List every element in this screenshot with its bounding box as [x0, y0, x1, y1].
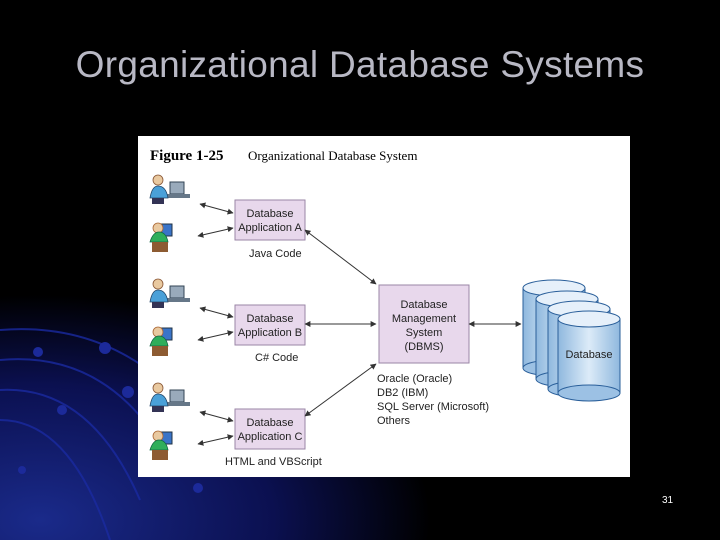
app-c-line1: Database — [246, 417, 293, 429]
decor-dot — [33, 347, 43, 357]
vendor-item: SQL Server (Microsoft) — [377, 401, 489, 413]
application-box-c: Database Application C — [234, 408, 306, 450]
decor-dot — [122, 386, 134, 398]
organizational-database-diagram: Figure 1-25 Organizational Database Syst… — [149, 148, 621, 468]
user-app-connectors — [197, 202, 234, 446]
user-workstation-icon — [149, 222, 173, 252]
vendor-item: Others — [377, 415, 411, 427]
app-dbms-arrow — [304, 229, 377, 285]
database-cylinder-icon — [557, 310, 621, 402]
user-app-arrow — [199, 306, 234, 319]
decor-dot — [18, 466, 26, 474]
page-number: 31 — [662, 495, 674, 506]
user-app-arrow — [199, 410, 234, 423]
user-group-a — [149, 174, 190, 252]
app-c-line2: Application C — [238, 431, 303, 443]
figure-label: Figure 1-25 — [150, 148, 223, 164]
figure-caption: Organizational Database System — [248, 148, 417, 163]
decor-arc — [0, 388, 141, 501]
application-box-a: Database Application A — [234, 199, 306, 241]
user-workstation-icon — [149, 326, 173, 356]
application-box-b: Database Application B — [234, 304, 306, 346]
dbms-vendor-list: Oracle (Oracle) DB2 (IBM) SQL Server (Mi… — [377, 373, 489, 427]
app-b-line2: Application B — [238, 327, 302, 339]
user-workstation-icon — [149, 382, 190, 412]
dbms-line1: Database — [400, 299, 447, 311]
app-b-line1: Database — [246, 313, 293, 325]
dbms-line2: Management — [392, 313, 456, 325]
dbms-line4: (DBMS) — [404, 341, 443, 353]
user-app-arrow — [197, 226, 234, 238]
app-a-language: Java Code — [249, 248, 302, 260]
dbms-line3: System — [406, 327, 443, 339]
decor-dot — [57, 405, 67, 415]
figure-panel: Figure 1-25 Organizational Database Syst… — [138, 136, 630, 477]
vendor-item: Oracle (Oracle) — [377, 373, 452, 385]
app-a-line1: Database — [246, 208, 293, 220]
user-app-arrow — [197, 330, 234, 342]
vendor-item: DB2 (IBM) — [377, 387, 428, 399]
user-app-arrow — [197, 434, 234, 446]
dbms-box: Database Management System (DBMS) — [378, 284, 470, 364]
app-dbms-arrow — [304, 363, 377, 417]
decor-dot — [99, 342, 111, 354]
database-label: Database — [565, 349, 612, 361]
user-workstation-icon — [149, 174, 190, 204]
database-cylinder-stack: Database — [522, 279, 621, 402]
app-a-line2: Application A — [238, 222, 302, 234]
user-workstation-icon — [149, 278, 190, 308]
decor-arc — [0, 419, 111, 540]
user-group-b — [149, 278, 190, 356]
decor-dot — [193, 483, 203, 493]
user-workstation-icon — [149, 430, 173, 460]
user-app-arrow — [199, 202, 234, 215]
app-c-language: HTML and VBScript — [225, 456, 322, 468]
app-dbms-connectors — [304, 229, 377, 417]
app-b-language: C# Code — [255, 352, 298, 364]
user-group-c — [149, 382, 190, 460]
slide-title: Organizational Database Systems — [75, 44, 645, 85]
